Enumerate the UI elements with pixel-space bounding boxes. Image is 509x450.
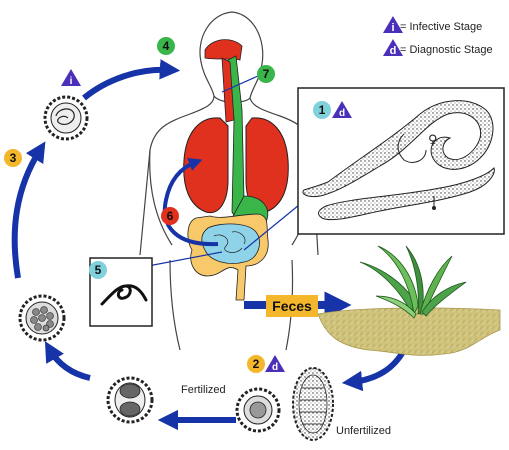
left-lung <box>183 117 229 214</box>
rhabditiform-larva <box>100 284 148 306</box>
pointer-line-5 <box>147 251 223 267</box>
svg-text:i: i <box>70 76 73 87</box>
step-badge-7: 7 <box>257 65 275 83</box>
legend-infective: i = Infective Stage <box>383 16 482 34</box>
svg-text:5: 5 <box>95 263 102 277</box>
legend-diagnostic: d = Diagnostic Stage <box>383 39 493 57</box>
svg-text:d: d <box>272 362 278 373</box>
embryonated-egg-multicell <box>18 294 66 342</box>
legend-infective-symbol: i <box>391 22 394 34</box>
migration-arrow <box>162 158 219 247</box>
female-symbol: ♀ <box>428 133 438 148</box>
plant <box>359 245 467 319</box>
step-badge-3: 3 <box>4 149 22 167</box>
two-cell-egg <box>106 376 154 424</box>
legend-infective-text: = Infective Stage <box>400 21 482 33</box>
svg-text:1: 1 <box>319 103 326 117</box>
unfertilized-egg <box>292 367 334 441</box>
step-badge-4: 4 <box>157 37 175 55</box>
step-badge-6: 6 <box>161 207 179 225</box>
adult-male-worm <box>318 167 495 221</box>
soil <box>317 307 501 356</box>
trachea <box>221 57 235 123</box>
fertilized-label: Fertilized <box>181 384 226 396</box>
cycle-arrow-egg-to-host <box>82 59 181 101</box>
svg-text:3: 3 <box>10 151 17 165</box>
feces-label-box <box>266 295 318 317</box>
svg-text:4: 4 <box>163 39 170 53</box>
svg-text:7: 7 <box>263 67 270 81</box>
infective-egg <box>43 95 89 141</box>
svg-text:2: 2 <box>253 357 260 371</box>
nasal-cavity <box>204 39 243 61</box>
fertilized-egg <box>235 387 281 433</box>
legend-diagnostic-symbol: d <box>390 45 397 57</box>
feces-label: Feces <box>272 298 312 314</box>
cycle-arrow-soil-to-eggs <box>341 348 407 392</box>
legend-diagnostic-text: = Diagnostic Stage <box>400 44 493 56</box>
pointer-line-7 <box>221 75 259 93</box>
step-badge-5: 5 <box>89 261 107 279</box>
step-badge-1: 1 d <box>313 101 352 119</box>
svg-text:6: 6 <box>167 209 174 223</box>
cycle-arrow-egg-to-embryo <box>44 341 91 381</box>
infective-stage-marker: i <box>61 69 81 87</box>
unfertilized-label: Unfertilized <box>336 425 391 437</box>
step-badge-2: 2 d <box>247 355 285 373</box>
svg-text:d: d <box>339 108 345 119</box>
cycle-arrow-egg3-up <box>11 141 46 279</box>
